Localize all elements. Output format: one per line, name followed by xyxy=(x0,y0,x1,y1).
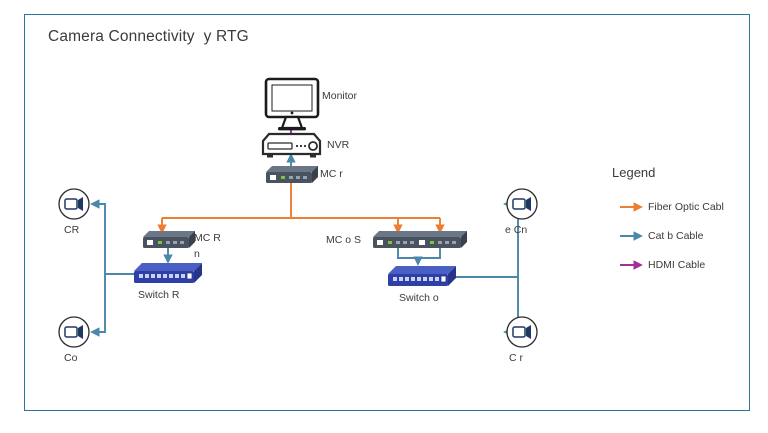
camera-bottom-right-label: C r xyxy=(509,352,523,364)
legend-item-hdmi: HDMI Cable xyxy=(648,259,706,271)
media-converter-icon xyxy=(266,166,318,183)
switch-icon xyxy=(388,266,456,286)
diagram-frame xyxy=(24,14,750,411)
camera-icon xyxy=(506,316,538,348)
camera-bottom-left-label: Co xyxy=(64,352,78,364)
legend-title: Legend xyxy=(612,165,656,180)
camera-icon xyxy=(506,188,538,220)
mc-nvr-label: MC r xyxy=(320,168,343,180)
monitor-label: Monitor xyxy=(322,90,358,102)
mc-right-group-label: MC o S xyxy=(326,234,362,246)
switch-icon xyxy=(134,263,202,283)
nvr-label: NVR xyxy=(327,139,350,151)
switch-left-label: Switch R xyxy=(138,289,180,301)
monitor-icon xyxy=(264,77,320,131)
legend-item-fiber: Fiber Optic Cabl xyxy=(648,201,724,213)
camera-top-right-label: e Cn xyxy=(505,224,528,236)
media-converter-icon xyxy=(143,231,195,248)
switch-right-label: Switch o xyxy=(399,292,439,304)
legend-item-cat: Cat b Cable xyxy=(648,230,704,242)
nvr-icon xyxy=(261,132,322,158)
page-title: Camera Connectivity y RTG xyxy=(48,28,249,45)
mc-left-label-line2: n xyxy=(194,248,200,260)
mc-left-label-line1: MC R xyxy=(194,232,221,244)
cable-cat-right-converters-switch xyxy=(397,248,441,266)
camera-top-left-label: CR xyxy=(64,224,80,236)
cable-cat-left-switch-cameras xyxy=(90,199,134,337)
camera-icon xyxy=(58,316,90,348)
media-converter-icon xyxy=(415,231,467,248)
cable-fiber-bus xyxy=(157,170,445,234)
camera-icon xyxy=(58,188,90,220)
